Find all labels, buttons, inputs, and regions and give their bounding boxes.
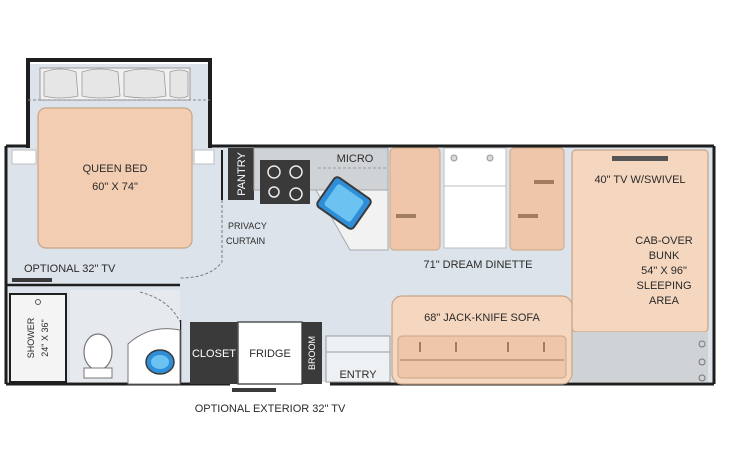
entry: ENTRY — [325, 335, 391, 383]
broom-label: BROOM — [307, 336, 317, 370]
tv-swivel-label: 40" TV W/SWIVEL — [594, 174, 685, 186]
toilet — [83, 333, 113, 371]
broom: BROOM — [302, 322, 322, 384]
optional-exterior-tv: OPTIONAL EXTERIOR 32" TV — [195, 388, 346, 415]
fridge-label: FRIDGE — [249, 348, 291, 360]
kitchen-counter: MICRO — [253, 147, 389, 204]
bedroom-slideout — [26, 58, 212, 148]
privacy-curtain-line — [179, 160, 223, 279]
closet-label: CLOSET — [192, 348, 236, 360]
closet: CLOSET — [190, 322, 238, 384]
sofa-label: 68" JACK-KNIFE SOFA — [424, 312, 540, 324]
nightstand — [11, 149, 37, 165]
bathroom — [70, 290, 181, 385]
dinette-label: 71" DREAM DINETTE — [423, 259, 532, 271]
optional-tv: OPTIONAL 32" TV — [12, 263, 116, 282]
cabover-line-1: CAB-OVER — [635, 235, 693, 247]
cabover-line-2: BUNK — [649, 250, 680, 262]
queen-bed: QUEEN BED 60" X 74" — [37, 107, 193, 249]
shower: SHOWER 24" X 36" — [9, 293, 67, 383]
stove — [260, 160, 310, 204]
privacy-label-2: CURTAIN — [226, 236, 265, 246]
queen-bed-size: 60" X 74" — [92, 181, 138, 193]
cabover-line-5: AREA — [649, 295, 680, 307]
entry-label: ENTRY — [339, 369, 377, 381]
shower-label-1: SHOWER — [26, 317, 36, 358]
micro-label: MICRO — [337, 153, 374, 165]
cabover-line-4: SLEEPING — [636, 280, 691, 292]
privacy-label-1: PRIVACY — [228, 221, 267, 231]
queen-bed-title: QUEEN BED — [83, 163, 148, 175]
fridge: FRIDGE — [237, 321, 303, 385]
exterior-tv-label: OPTIONAL EXTERIOR 32" TV — [195, 403, 346, 415]
sink — [315, 176, 389, 251]
dream-dinette: 71" DREAM DINETTE — [389, 147, 565, 271]
nightstand — [193, 149, 215, 165]
jack-knife-sofa: 68" JACK-KNIFE SOFA — [391, 295, 573, 385]
shower-label-2: 24" X 36" — [40, 319, 50, 356]
cab-over-bunk: 40" TV W/SWIVEL CAB-OVER BUNK 54" X 96" … — [571, 149, 709, 382]
optional-tv-label: OPTIONAL 32" TV — [24, 263, 116, 275]
pantry: PANTRY — [228, 148, 254, 200]
pantry-label: PANTRY — [236, 152, 248, 196]
cabover-line-3: 54" X 96" — [641, 265, 687, 277]
